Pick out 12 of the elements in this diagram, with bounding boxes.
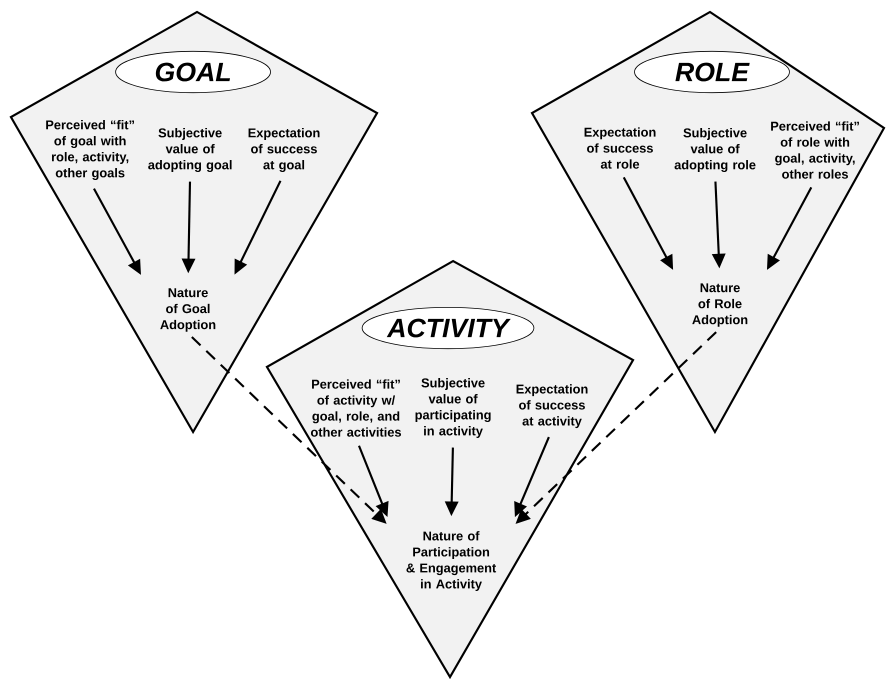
factor-label: Perceived “fit” of goal with role, activity, other goals [46,120,134,180]
factor-label: Expectation of success at activity [516,384,588,428]
factor-label: Nature of Role Adoption [692,283,748,327]
factor-label: Nature of Participation & Engagement in Activity [406,531,496,592]
factor-label: Perceived “fit” of role with goal, activity, other roles [771,121,859,179]
factor-label: Perceived “fit” of activity w/ goal, role, and other activities [310,379,401,437]
factor-label: Expectation of success at role [584,127,656,169]
factor-label: Subjective value of participating in activity [416,378,491,438]
factor-label: Subjective value of adopting goal [148,128,232,172]
factor-label: Subjective value of adopting role [674,128,756,172]
factor-label: Nature of Goal Adoption [160,288,216,332]
factor-label: Expectation of success at goal [248,128,320,172]
